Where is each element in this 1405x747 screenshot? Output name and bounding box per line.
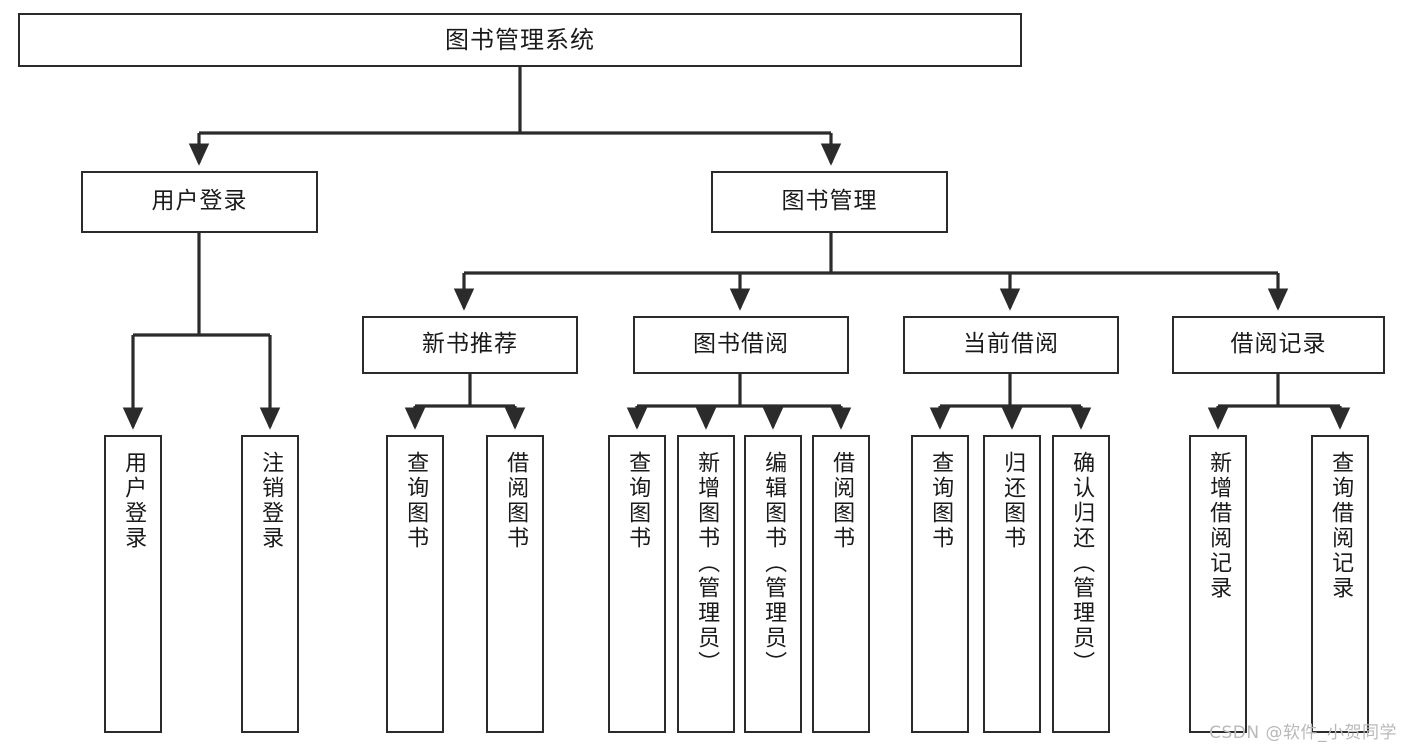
node-label: 注销登录 [258,451,284,551]
leaf-add-borrow-record[interactable]: 新增借阅记录 [1189,435,1247,733]
node-label: 借阅图书 [503,451,529,551]
node-label: 新增借阅记录 [1206,451,1232,601]
node-label: 图书管理系统 [445,25,595,54]
node-label: 查询图书 [928,451,954,551]
node-user-login[interactable]: 用户登录 [81,171,318,233]
leaf-query-book-current[interactable]: 查询图书 [911,435,969,733]
node-label: 确认归还（管理员） [1069,451,1095,676]
leaf-add-book-admin[interactable]: 新增图书（管理员） [677,435,735,733]
leaf-borrow-book-newbook[interactable]: 借阅图书 [486,435,544,733]
leaf-borrow-book[interactable]: 借阅图书 [812,435,870,733]
leaf-query-book-newbook[interactable]: 查询图书 [386,435,444,733]
leaf-logout[interactable]: 注销登录 [241,435,299,733]
node-label: 编辑图书（管理员） [761,451,787,676]
node-label: 图书借阅 [693,331,789,358]
node-new-book-recommend[interactable]: 新书推荐 [362,316,578,374]
node-root-system[interactable]: 图书管理系统 [18,13,1022,67]
leaf-query-borrow-record[interactable]: 查询借阅记录 [1311,435,1369,733]
node-label: 查询借阅记录 [1328,451,1354,601]
node-book-borrow[interactable]: 图书借阅 [633,316,849,374]
node-book-management[interactable]: 图书管理 [711,171,948,233]
leaf-user-login[interactable]: 用户登录 [104,435,162,733]
node-label: 归还图书 [1000,451,1026,551]
node-label: 当前借阅 [963,331,1059,358]
node-label: 用户登录 [151,188,248,215]
leaf-confirm-return-admin[interactable]: 确认归还（管理员） [1052,435,1110,733]
node-label: 查询图书 [403,451,429,551]
node-label: 新增图书（管理员） [694,451,720,676]
node-label: 新书推荐 [422,331,518,358]
node-borrow-records[interactable]: 借阅记录 [1172,316,1385,374]
leaf-return-book[interactable]: 归还图书 [983,435,1041,733]
node-label: 用户登录 [121,451,147,551]
node-label: 借阅记录 [1230,331,1327,358]
node-label: 查询图书 [625,451,651,551]
csdn-watermark: CSDN @软件_小贺同学 [1209,723,1397,743]
node-label: 借阅图书 [829,451,855,551]
node-current-borrow[interactable]: 当前借阅 [903,316,1119,374]
leaf-edit-book-admin[interactable]: 编辑图书（管理员） [744,435,802,733]
leaf-query-book-borrow[interactable]: 查询图书 [608,435,666,733]
node-label: 图书管理 [781,188,878,215]
